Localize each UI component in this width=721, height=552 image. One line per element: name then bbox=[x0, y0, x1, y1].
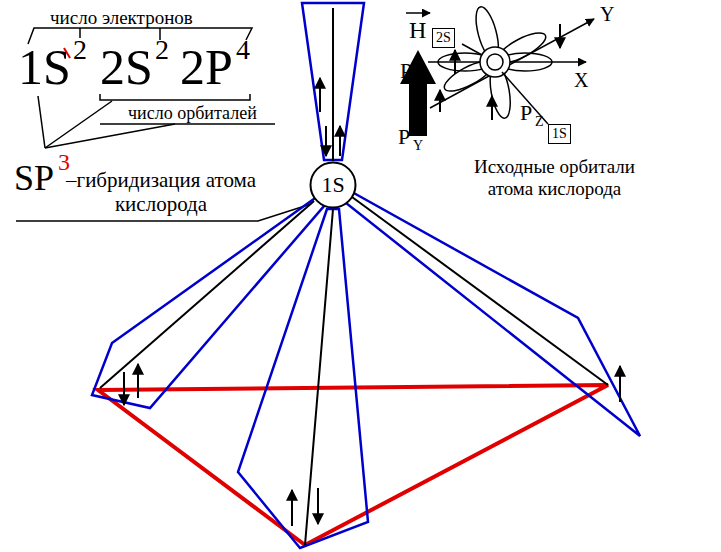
hybrid-symbol: SP bbox=[14, 160, 54, 196]
spin-arrow bbox=[491, 96, 493, 120]
orbital-box: 2S bbox=[432, 28, 455, 48]
orbital-symbol: P bbox=[520, 102, 532, 124]
annotation: число орбиталей bbox=[128, 104, 257, 122]
bond-line bbox=[352, 197, 608, 385]
term-symbol: 1S bbox=[18, 42, 71, 92]
hybrid-lobe bbox=[238, 209, 368, 548]
leader-line bbox=[45, 124, 175, 148]
spin-arrow bbox=[325, 126, 327, 156]
spin-arrow bbox=[439, 90, 441, 112]
spin-arrows bbox=[124, 78, 620, 526]
node-text: 1S bbox=[552, 127, 567, 141]
bracket bbox=[16, 28, 311, 221]
spin-arrow bbox=[317, 488, 319, 524]
subscript: Y bbox=[413, 139, 423, 153]
annotation: число электронов bbox=[50, 8, 193, 27]
bond-line bbox=[305, 209, 333, 545]
field-symbol: H bbox=[409, 18, 426, 42]
spin-arrow bbox=[454, 50, 456, 74]
superscript: 2 bbox=[155, 36, 169, 64]
term-symbol: 2S bbox=[100, 42, 153, 92]
caption-note: Исходные орбитали атома кислорода bbox=[452, 156, 657, 200]
orbital-bracket bbox=[100, 94, 250, 100]
orbital-symbol: P bbox=[398, 126, 410, 148]
superscript: 2 bbox=[73, 36, 87, 64]
spin-arrow bbox=[619, 366, 621, 402]
bond-line bbox=[332, 8, 334, 161]
s-orbital bbox=[487, 54, 503, 70]
s-orbital bbox=[480, 47, 510, 77]
subscript: X bbox=[415, 73, 425, 87]
leader-line bbox=[45, 101, 112, 148]
annotation: –гибридизация атома кислорода bbox=[66, 168, 256, 216]
orbital-box: 1S bbox=[548, 124, 571, 144]
orbital-underline bbox=[100, 123, 275, 125]
axis-label: Y bbox=[600, 4, 614, 24]
spin-arrow bbox=[123, 372, 125, 405]
spin-arrow bbox=[559, 24, 561, 48]
tetrahedron-base bbox=[98, 385, 608, 545]
superscript: 4 bbox=[236, 36, 250, 64]
circle-outline bbox=[311, 163, 356, 208]
orbital-symbol: P bbox=[400, 60, 412, 82]
spin-arrow bbox=[339, 126, 341, 156]
node-text: 1S bbox=[321, 174, 344, 196]
nucleus-circle: 1S bbox=[309, 161, 357, 209]
axis-label: X bbox=[574, 70, 588, 90]
hybrid-lobe bbox=[346, 192, 640, 436]
term-symbol: 2P bbox=[180, 42, 233, 92]
spin-arrow bbox=[291, 490, 293, 526]
field-arrow bbox=[400, 50, 436, 136]
spin-arrows bbox=[440, 24, 560, 120]
p-orbitals bbox=[438, 5, 552, 124]
subscript: Z bbox=[535, 115, 544, 129]
hybrid-lobe bbox=[302, 3, 364, 160]
y-axis bbox=[430, 19, 594, 108]
vector-arrow bbox=[406, 12, 430, 14]
leader-line bbox=[38, 96, 45, 148]
bond-line bbox=[100, 201, 314, 388]
leader-line bbox=[462, 44, 482, 55]
node-text: 2S bbox=[436, 31, 451, 45]
spin-arrow bbox=[137, 364, 139, 398]
hybrid-lobe bbox=[92, 196, 324, 408]
spin-arrow bbox=[319, 78, 321, 112]
